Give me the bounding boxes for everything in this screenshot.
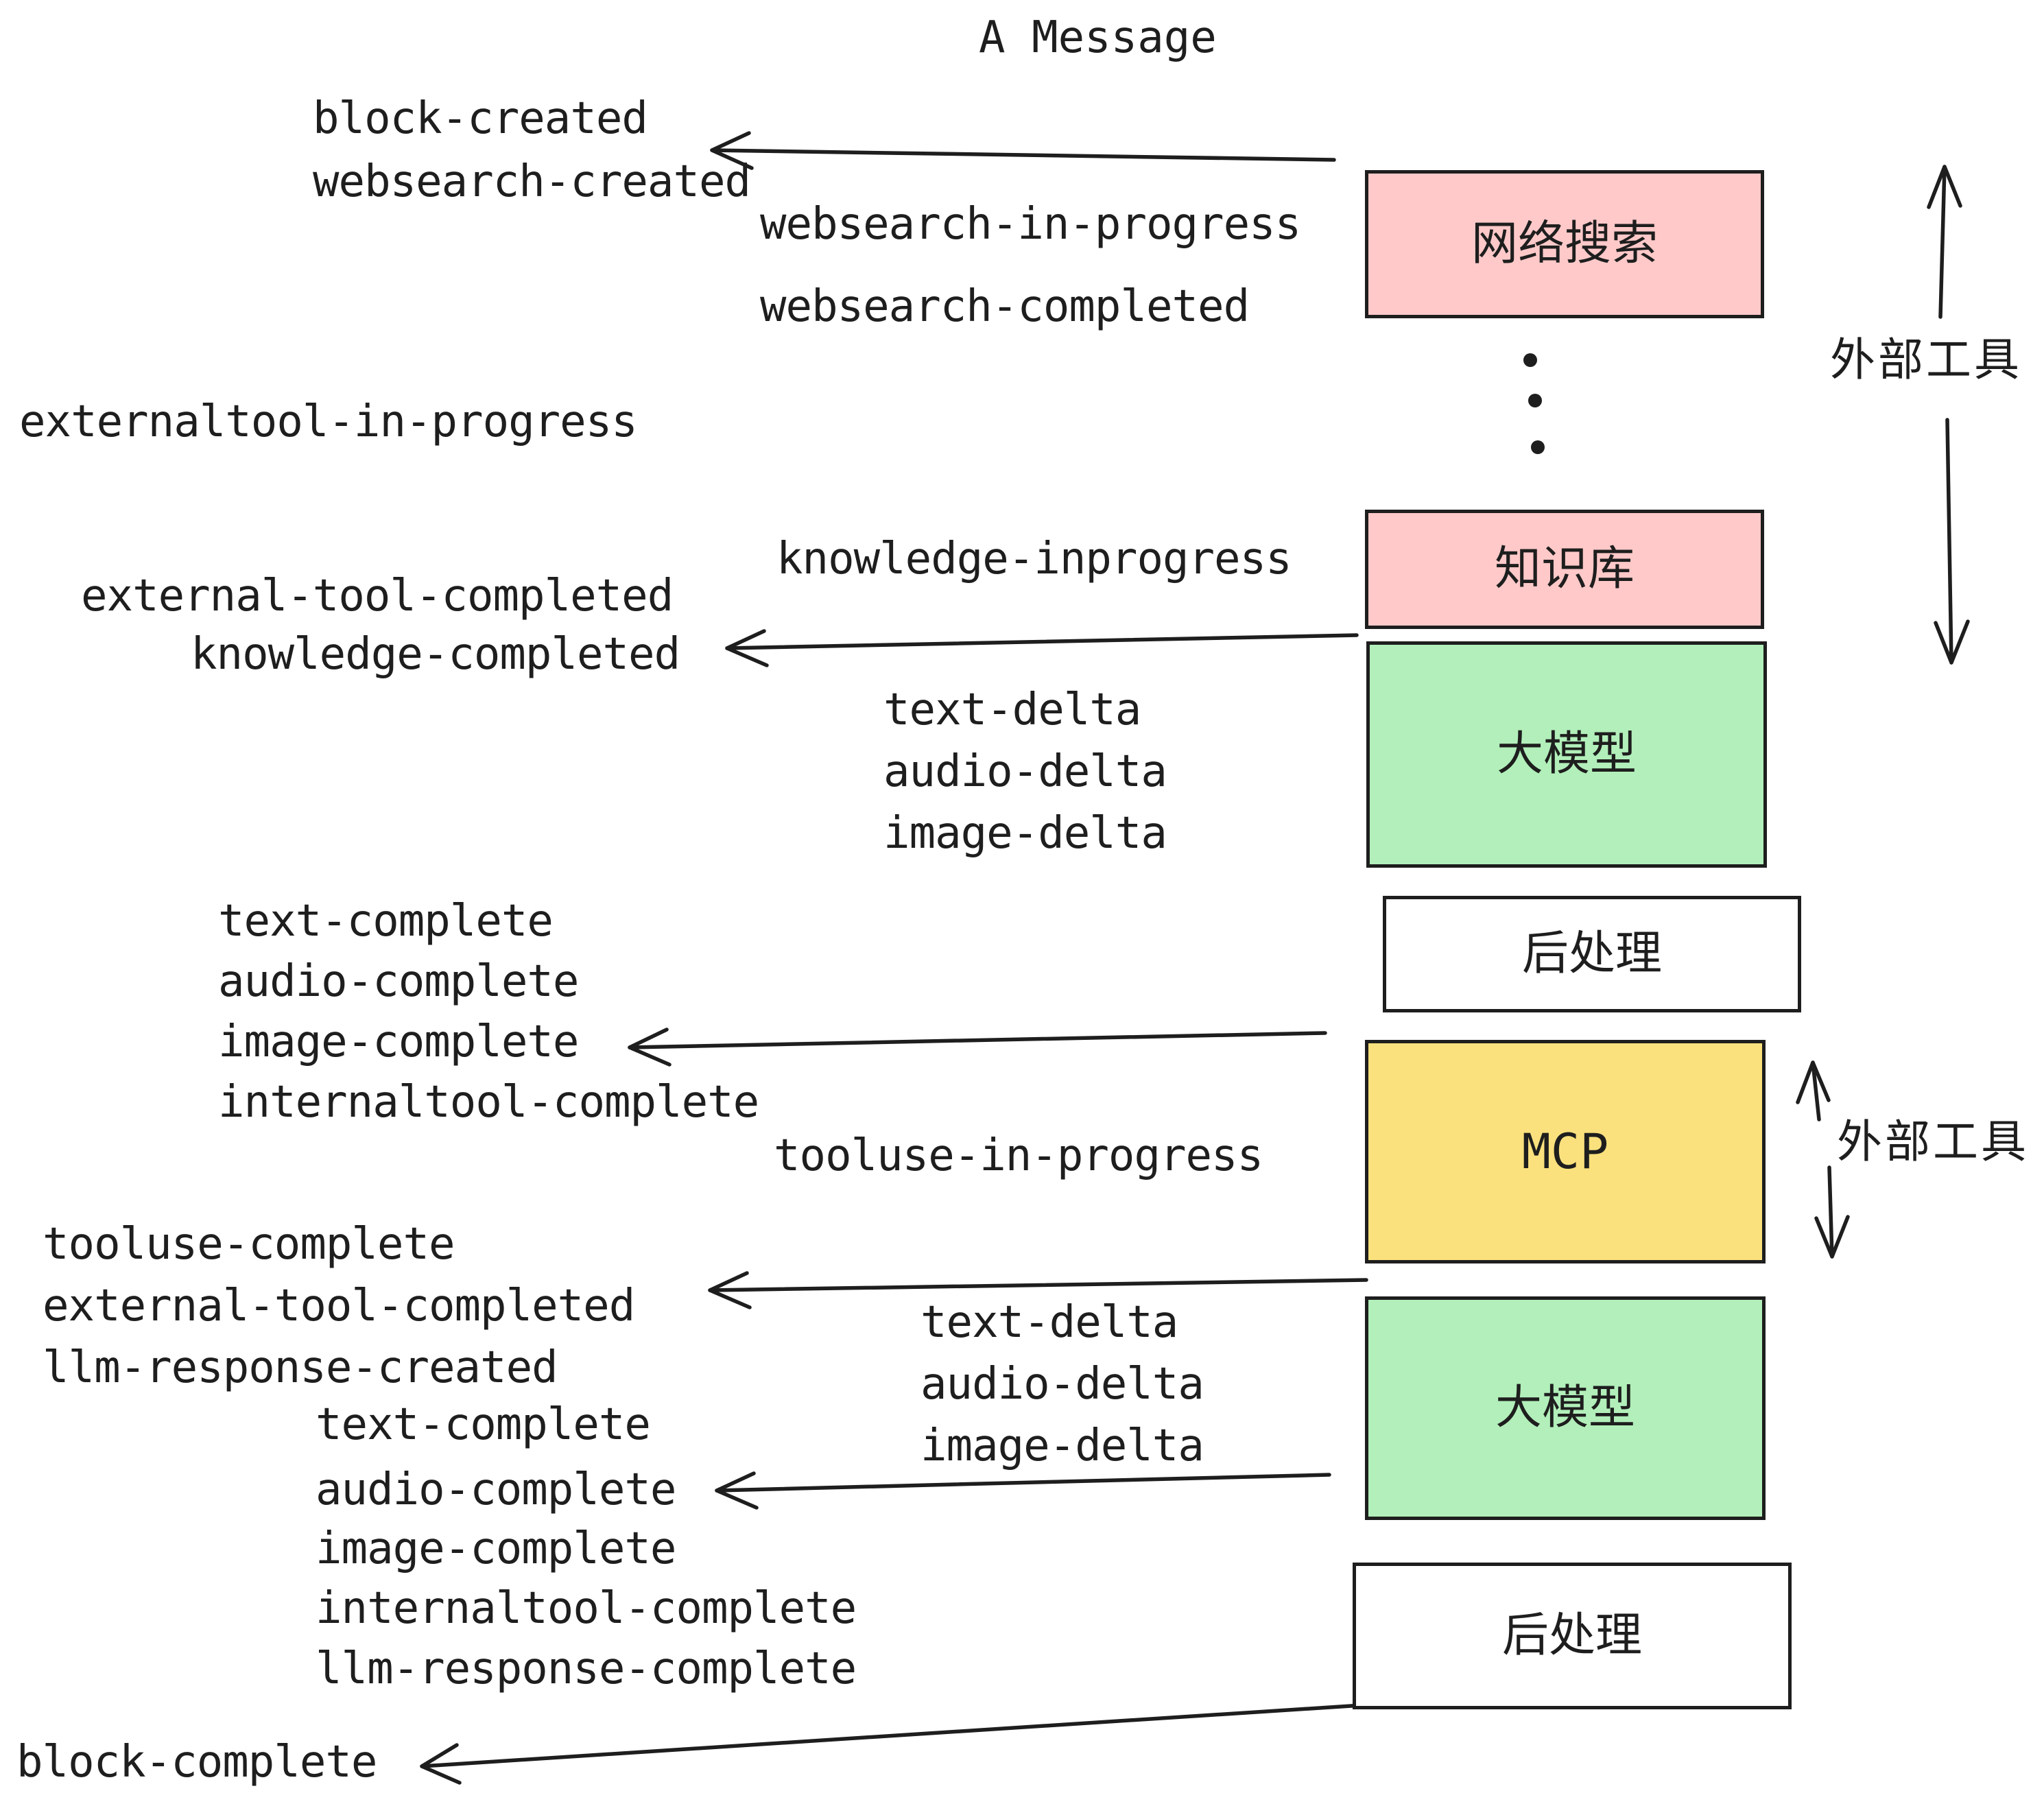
box-knowledge: 知识库: [1365, 510, 1764, 629]
external-tools-down-arrow-2: [1814, 1165, 1850, 1259]
ellipsis-dots: [1523, 353, 1545, 454]
arrow-to-websearch-created: [710, 131, 1336, 170]
external-tools-up-arrow: [1927, 165, 1962, 319]
event-external-tool-completed-2: external-tool-completed: [43, 1281, 635, 1331]
event-block-complete: block-complete: [16, 1737, 377, 1788]
event-externaltool-in-progress: externaltool-in-progress: [19, 396, 638, 447]
event-internaltool-complete-1: internaltool-complete: [218, 1077, 759, 1128]
box-llm-1: 大模型: [1366, 641, 1767, 868]
arrow-to-audio-complete: [715, 1471, 1331, 1510]
event-websearch-completed: websearch-completed: [760, 281, 1250, 332]
arrow-to-block-complete: [420, 1703, 1364, 1785]
event-knowledge-inprogress: knowledge-inprogress: [776, 534, 1292, 584]
event-websearch-in-progress: websearch-in-progress: [760, 199, 1301, 250]
arrow-to-knowledge-completed: [725, 629, 1359, 667]
event-tooluse-complete: tooluse-complete: [43, 1219, 455, 1270]
external-tools-down-arrow: [1934, 418, 1970, 665]
arrow-to-image-complete: [628, 1028, 1327, 1067]
event-llm-response-complete: llm-response-complete: [316, 1643, 857, 1694]
box-websearch: 网络搜索: [1365, 170, 1764, 318]
event-audio-complete-2: audio-complete: [316, 1464, 676, 1515]
event-tooluse-in-progress: tooluse-in-progress: [774, 1130, 1263, 1181]
external-tools-label-2: 外部工具: [1837, 1115, 2029, 1168]
external-tools-up-arrow-2: [1796, 1060, 1831, 1121]
event-block-created: block-created: [313, 93, 648, 144]
event-audio-delta-1: audio-delta: [883, 746, 1167, 797]
event-image-delta-1: image-delta: [883, 808, 1167, 859]
event-text-complete-2: text-complete: [316, 1399, 651, 1450]
event-image-complete-2: image-complete: [316, 1523, 676, 1574]
event-websearch-created: websearch-created: [313, 156, 751, 207]
box-llm-2: 大模型: [1365, 1296, 1766, 1520]
event-audio-delta-2: audio-delta: [920, 1359, 1204, 1410]
event-text-delta-2: text-delta: [920, 1297, 1178, 1348]
external-tools-label-1: 外部工具: [1830, 333, 2022, 386]
box-post-1: 后处理: [1383, 896, 1801, 1012]
event-external-tool-completed-1: external-tool-completed: [81, 571, 674, 621]
event-knowledge-completed: knowledge-completed: [191, 629, 680, 680]
page-title: A Message: [979, 12, 1217, 63]
box-post-2: 后处理: [1353, 1563, 1792, 1709]
event-text-delta-1: text-delta: [883, 685, 1141, 735]
event-audio-complete-1: audio-complete: [218, 956, 579, 1007]
box-mcp: MCP: [1365, 1040, 1766, 1263]
event-image-complete-1: image-complete: [218, 1017, 579, 1067]
event-llm-response-created: llm-response-created: [43, 1342, 558, 1393]
event-text-complete-1: text-complete: [218, 896, 554, 947]
event-internaltool-complete-2: internaltool-complete: [316, 1583, 857, 1634]
event-image-delta-2: image-delta: [920, 1421, 1204, 1471]
